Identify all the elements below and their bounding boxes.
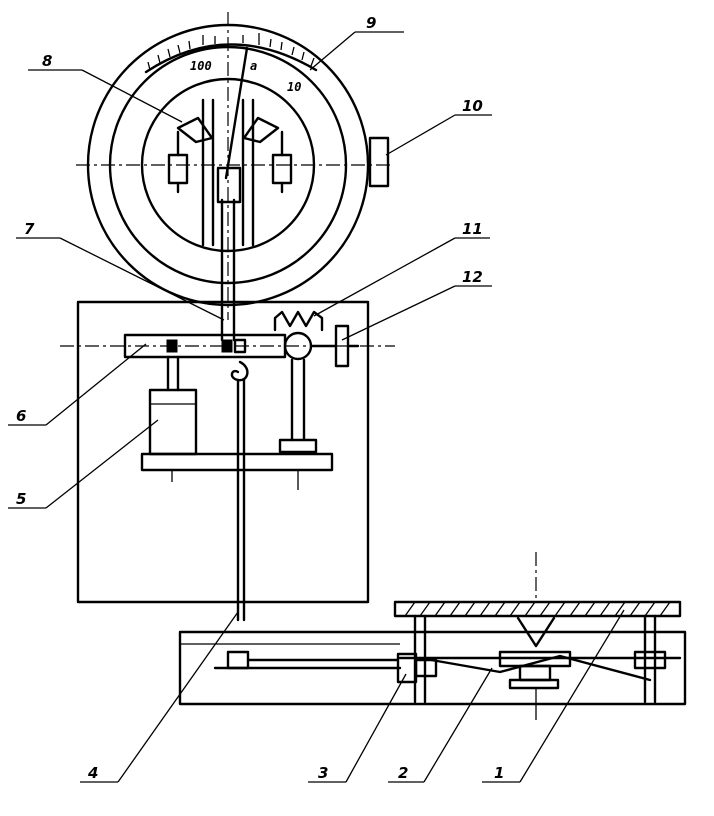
callout-3: 3 bbox=[318, 764, 328, 782]
base-frame bbox=[178, 630, 687, 706]
callout-11: 11 bbox=[462, 220, 483, 238]
left-weight bbox=[167, 153, 189, 185]
callout-5: 5 bbox=[16, 490, 26, 508]
callout-10: 10 bbox=[462, 97, 483, 115]
dial-scale-label-left: 100 bbox=[190, 59, 212, 73]
platform bbox=[393, 600, 682, 618]
callout-labels: 8 9 10 7 11 12 6 5 4 3 2 1 bbox=[16, 14, 504, 782]
callout-12: 12 bbox=[462, 268, 483, 286]
right-cam bbox=[242, 116, 280, 144]
dial-scale-ticks bbox=[147, 33, 315, 71]
callout-1: 1 bbox=[494, 764, 504, 782]
dial-scale-label-right: 10 bbox=[287, 80, 301, 94]
callout-6: 6 bbox=[16, 407, 26, 425]
base-plate bbox=[140, 452, 334, 472]
dial-scale-label-center: a bbox=[250, 59, 257, 73]
dial-scale-arc bbox=[144, 43, 318, 74]
right-weight bbox=[271, 153, 293, 185]
platform-base bbox=[178, 600, 687, 720]
rack-block bbox=[216, 166, 242, 204]
rod-foot bbox=[226, 650, 250, 670]
centerlines bbox=[60, 12, 537, 598]
callout-2: 2 bbox=[398, 764, 408, 782]
callout-7: 7 bbox=[24, 220, 35, 238]
dial-pointer bbox=[224, 46, 249, 180]
side-knob bbox=[368, 136, 390, 188]
left-cam bbox=[176, 116, 214, 144]
hook bbox=[230, 360, 249, 382]
callout-4: 4 bbox=[87, 764, 98, 782]
callout-8: 8 bbox=[42, 52, 52, 70]
dashpot bbox=[148, 388, 198, 456]
cabinet bbox=[76, 198, 370, 622]
clamp bbox=[273, 310, 324, 332]
leader-lines bbox=[8, 31, 625, 783]
callout-9: 9 bbox=[366, 14, 376, 32]
